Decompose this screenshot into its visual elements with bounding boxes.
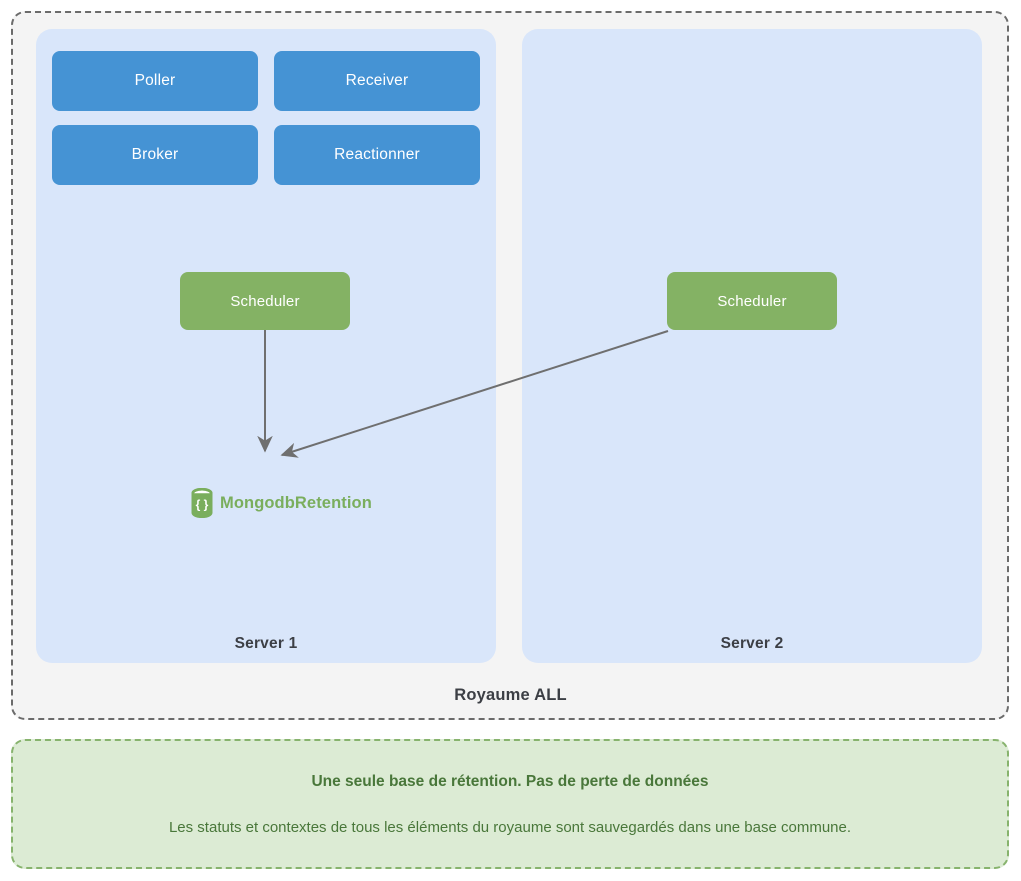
scheduler-label-server-1: Scheduler: [230, 292, 300, 310]
scheduler-box-server-2[interactable]: Scheduler: [667, 272, 837, 330]
note-box: Une seule base de rétention. Pas de pert…: [11, 739, 1009, 869]
mongodb-retention-node[interactable]: { } MongodbRetention: [191, 488, 372, 518]
daemon-grid-server-1: Poller Receiver Broker Reactionner: [52, 51, 480, 185]
daemon-box-reactionner[interactable]: Reactionner: [274, 125, 480, 185]
note-body: Les statuts et contextes de tous les élé…: [168, 818, 852, 836]
server-label-2: Server 2: [720, 635, 784, 652]
mongodb-retention-label: MongodbRetention: [220, 493, 372, 512]
scheduler-box-server-1[interactable]: Scheduler: [180, 272, 350, 330]
note-title: Une seule base de rétention. Pas de pert…: [311, 772, 709, 790]
daemon-label-poller: Poller: [134, 72, 176, 89]
scheduler-label-server-2: Scheduler: [717, 292, 787, 310]
realm-label: Royaume ALL: [454, 686, 567, 704]
daemon-label-reactionner: Reactionner: [334, 146, 420, 163]
daemon-label-broker: Broker: [131, 146, 179, 163]
svg-text:{ }: { }: [196, 498, 209, 512]
server-panel-1: Poller Receiver Broker Reactionner Sched…: [36, 29, 496, 663]
daemon-box-receiver[interactable]: Receiver: [274, 51, 480, 111]
server-label-1: Server 1: [234, 635, 298, 652]
daemon-label-receiver: Receiver: [345, 72, 409, 89]
daemon-box-poller[interactable]: Poller: [52, 51, 258, 111]
database-cylinder-icon: { }: [191, 488, 213, 518]
server-panel-2: Scheduler Server 2: [522, 29, 982, 663]
daemon-box-broker[interactable]: Broker: [52, 125, 258, 185]
